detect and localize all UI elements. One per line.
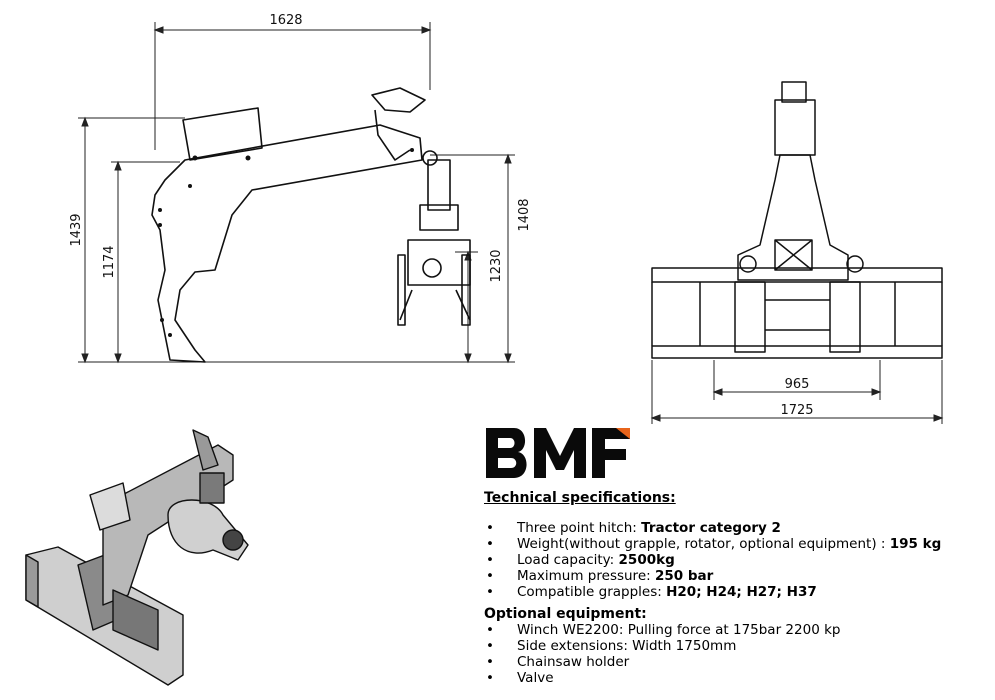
dim-frame-width: 965 xyxy=(785,377,810,392)
spec-item: Weight(without grapple, rotator, optiona… xyxy=(484,536,989,552)
specs-list: Three point hitch: Tractor category 2 We… xyxy=(484,520,989,600)
dim-side-width: 1628 xyxy=(269,13,302,28)
dim-boom-height: 1408 xyxy=(517,198,532,231)
spec-value: 195 kg xyxy=(889,536,942,552)
dim-grapple-height: 1230 xyxy=(489,249,504,282)
spec-label: Three point hitch: xyxy=(517,520,642,536)
dim-total-width: 1725 xyxy=(780,403,813,418)
side-view-drawing: 1628 1439 1174 1230 1408 xyxy=(69,13,532,364)
spec-label: Compatible grapples: xyxy=(517,584,667,600)
optional-item: Valve xyxy=(484,670,989,686)
optional-item: Winch WE2200: Pulling force at 175bar 22… xyxy=(484,622,989,638)
spec-item: Maximum pressure: 250 bar xyxy=(484,568,989,584)
specs-heading: Technical specifications: xyxy=(484,490,676,506)
spec-item: Compatible grapples: H20; H24; H27; H37 xyxy=(484,584,989,600)
spec-value: H20; H24; H27; H37 xyxy=(666,584,817,600)
specifications-block: Technical specifications: Three point hi… xyxy=(484,490,989,686)
spec-label: Maximum pressure: xyxy=(517,568,655,584)
optional-item: Chainsaw holder xyxy=(484,654,989,670)
dim-pivot-height: 1174 xyxy=(102,245,117,278)
optional-list: Winch WE2200: Pulling force at 175bar 22… xyxy=(484,622,989,686)
spec-value: Tractor category 2 xyxy=(641,520,781,536)
optional-item: Side extensions: Width 1750mm xyxy=(484,638,989,654)
spec-item: Three point hitch: Tractor category 2 xyxy=(484,520,989,536)
spec-label: Weight(without grapple, rotator, optiona… xyxy=(517,536,890,552)
front-view-drawing: 965 1725 xyxy=(650,81,944,424)
spec-value: 250 bar xyxy=(654,568,714,584)
bmf-logo xyxy=(486,428,630,478)
spec-label: Load capacity: xyxy=(517,552,619,568)
dim-overall-height: 1439 xyxy=(69,213,84,246)
spec-item: Load capacity: 2500kg xyxy=(484,552,989,568)
optional-heading: Optional equipment: xyxy=(484,606,647,622)
isometric-render xyxy=(25,429,249,686)
spec-value: 2500kg xyxy=(618,552,675,568)
